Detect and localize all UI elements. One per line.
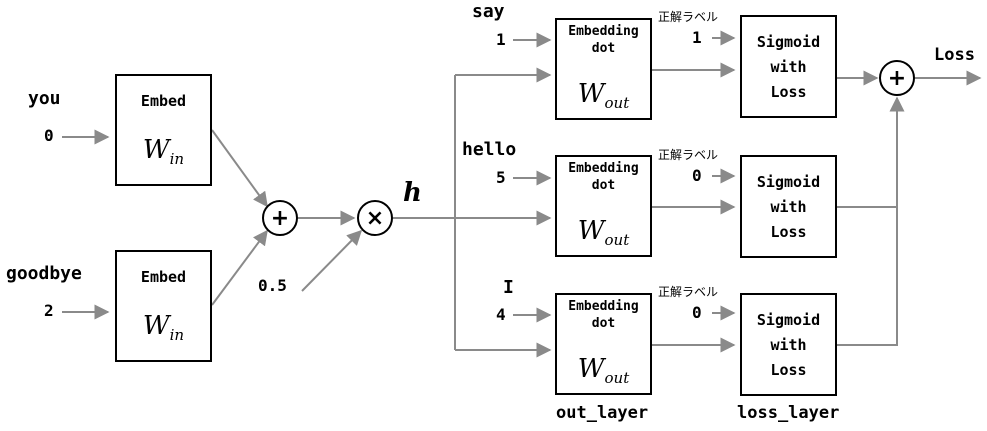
embedding-dot-line2: dot bbox=[591, 40, 616, 56]
w-base: W bbox=[142, 134, 170, 165]
sigmoid-loss-box-2: Sigmoid with Loss bbox=[740, 155, 837, 258]
w-out-symbol: Wout bbox=[578, 216, 629, 249]
hidden-vector-label: h bbox=[403, 178, 422, 208]
out-layer-caption: out_layer bbox=[556, 403, 649, 423]
embed-box-2: Embed Win bbox=[115, 250, 212, 362]
target-label-3: 正解ラベル bbox=[658, 285, 719, 299]
w-in-symbol: Win bbox=[143, 135, 184, 168]
loss-sum-node: + bbox=[879, 60, 915, 96]
sigmoid-line-2: with bbox=[770, 57, 807, 76]
w-subscript: out bbox=[604, 369, 630, 387]
target-value-2: 0 bbox=[692, 166, 702, 185]
input-word-you: you bbox=[28, 88, 61, 109]
sigmoid-line-3: Loss bbox=[770, 82, 807, 101]
embedding-dot-line1: Embedding bbox=[568, 161, 639, 176]
w-base: W bbox=[577, 353, 605, 384]
w-subscript: in bbox=[169, 325, 185, 344]
embedding-dot-title: Embedding dot bbox=[568, 161, 638, 195]
sigmoid-line-2: with bbox=[770, 197, 807, 216]
w-subscript: out bbox=[604, 231, 630, 249]
embedding-dot-box-1: Embedding dot Wout bbox=[555, 18, 652, 120]
embedding-dot-box-3: Embedding dot Wout bbox=[555, 293, 652, 395]
embedding-dot-line2: dot bbox=[591, 315, 616, 331]
out-word-i: I bbox=[503, 277, 514, 298]
sigmoid-line-3: Loss bbox=[770, 360, 807, 379]
input-index-goodbye: 2 bbox=[44, 301, 54, 320]
sigmoid-loss-box-3: Sigmoid with Loss bbox=[740, 293, 837, 396]
loss-output-label: Loss bbox=[934, 45, 975, 65]
add-node: + bbox=[262, 200, 298, 236]
out-index-hello: 5 bbox=[496, 168, 506, 187]
embedding-dot-line1: Embedding bbox=[568, 299, 639, 314]
w-out-symbol: Wout bbox=[578, 79, 629, 112]
sigmoid-line-3: Loss bbox=[770, 222, 807, 241]
sigmoid-line-1: Sigmoid bbox=[756, 172, 821, 191]
input-index-you: 0 bbox=[44, 126, 54, 145]
out-index-say: 1 bbox=[496, 30, 506, 49]
embedding-dot-title: Embedding dot bbox=[568, 299, 638, 333]
embedding-dot-box-2: Embedding dot Wout bbox=[555, 155, 652, 257]
embedding-dot-line1: Embedding bbox=[568, 24, 639, 39]
embed-box-1: Embed Win bbox=[115, 74, 212, 186]
plus-icon: + bbox=[270, 205, 290, 231]
sigmoid-loss-box-1: Sigmoid with Loss bbox=[740, 15, 837, 118]
target-value-3: 0 bbox=[692, 303, 702, 322]
embedding-dot-title: Embedding dot bbox=[568, 24, 638, 58]
plus-icon: + bbox=[887, 65, 907, 91]
w-in-symbol: Win bbox=[143, 311, 184, 344]
times-icon: × bbox=[365, 205, 385, 231]
w-base: W bbox=[142, 310, 170, 341]
w-out-symbol: Wout bbox=[578, 354, 629, 387]
loss-layer-caption: loss_layer bbox=[737, 403, 840, 423]
sigmoid-line-1: Sigmoid bbox=[756, 310, 821, 329]
sigmoid-line-1: Sigmoid bbox=[756, 32, 821, 51]
w-base: W bbox=[577, 78, 605, 109]
w-subscript: out bbox=[604, 94, 630, 112]
target-value-1: 1 bbox=[692, 28, 702, 47]
embed-box-title: Embed bbox=[140, 268, 187, 287]
embedding-dot-line2: dot bbox=[591, 177, 616, 193]
target-label-1: 正解ラベル bbox=[658, 10, 719, 24]
multiply-node: × bbox=[357, 200, 393, 236]
input-word-goodbye: goodbye bbox=[6, 263, 82, 284]
out-index-i: 4 bbox=[496, 305, 506, 324]
out-word-say: say bbox=[472, 1, 505, 22]
w-base: W bbox=[577, 215, 605, 246]
scale-value: 0.5 bbox=[258, 276, 287, 295]
target-label-2: 正解ラベル bbox=[658, 148, 719, 162]
sigmoid-line-2: with bbox=[770, 335, 807, 354]
w-subscript: in bbox=[169, 149, 185, 168]
out-word-hello: hello bbox=[462, 139, 517, 160]
embed-box-title: Embed bbox=[140, 92, 187, 111]
